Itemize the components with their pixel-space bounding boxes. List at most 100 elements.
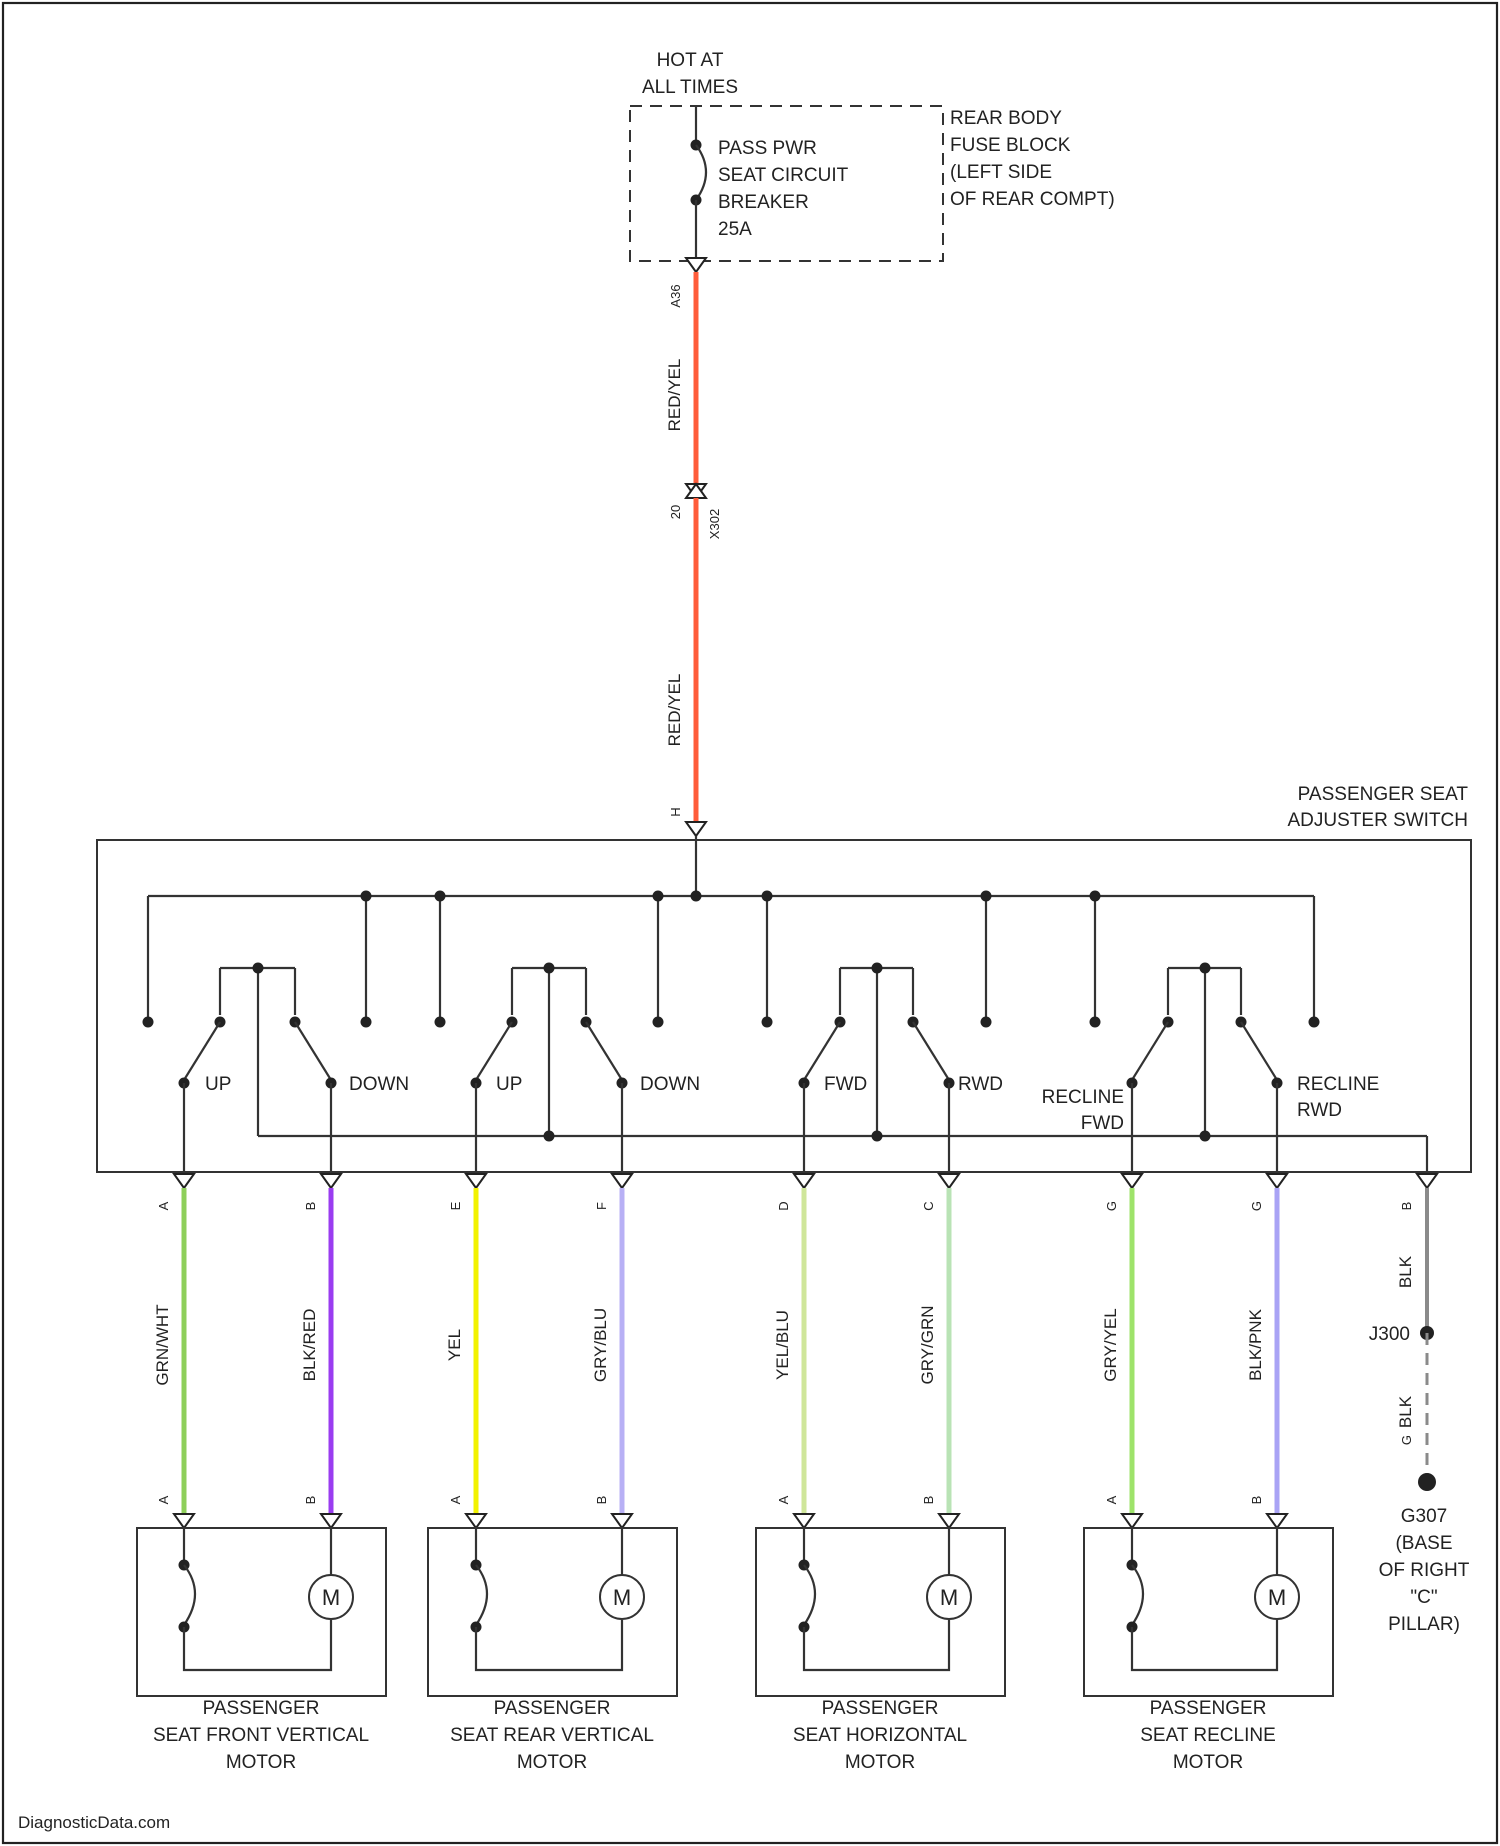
wire-pin-bottom: A	[1104, 1495, 1119, 1504]
ground-label-5: PILLAR)	[1388, 1614, 1460, 1635]
ground-label-3: OF RIGHT	[1379, 1560, 1470, 1581]
ground-point-dot	[1418, 1473, 1436, 1491]
wire-color-label: BLK/PNK	[1246, 1308, 1265, 1380]
fuse-block-label-1: REAR BODY	[950, 108, 1062, 129]
wire-connector-top	[939, 1174, 959, 1188]
switch-housing	[97, 840, 1471, 1172]
lower-pin-label: H	[668, 807, 683, 816]
wire-connector-bottom	[466, 1514, 486, 1528]
hot-at-all-times-label-1: HOT AT	[657, 50, 724, 71]
motor-2: MPASSENGERSEAT REAR VERTICALMOTOR	[428, 1528, 677, 1773]
wire-color-label: GRY/BLU	[591, 1308, 610, 1382]
wire-connector-top	[1122, 1174, 1142, 1188]
motor-label-line: MOTOR	[226, 1752, 296, 1773]
wire-pin-bottom: A	[448, 1495, 463, 1504]
fuse-block-label-3: (LEFT SIDE	[950, 162, 1052, 183]
wire-connector-top	[321, 1174, 341, 1188]
ground-pin-label: B	[1399, 1202, 1414, 1211]
motor-label-line: SEAT RECLINE	[1140, 1725, 1276, 1746]
breaker-label-4: 25A	[718, 219, 752, 240]
motor-label-line: MOTOR	[517, 1752, 587, 1773]
wire-connector-bottom	[321, 1514, 341, 1528]
wire-pin-bottom: B	[921, 1496, 936, 1505]
thermal-breaker-symbol	[476, 1565, 487, 1625]
connector-fuse-block	[686, 258, 706, 272]
wire-pin-bottom: B	[303, 1496, 318, 1505]
wire-connector-bottom	[939, 1514, 959, 1528]
fuse-block-label-4: OF REAR COMPT)	[950, 189, 1115, 210]
switch-section-rear-vertical: UP DOWN	[471, 963, 701, 1173]
wire-connector-bottom	[1267, 1514, 1287, 1528]
mid-pin-right: X302	[707, 509, 722, 539]
ground-label-2: (BASE	[1395, 1533, 1452, 1554]
wire-color-label: GRY/GRN	[918, 1305, 937, 1384]
wire-pin-top: G	[1249, 1201, 1264, 1211]
ground-label-1: G307	[1401, 1506, 1447, 1527]
wire-color-label: GRN/WHT	[153, 1304, 172, 1385]
switch-title-1: PASSENGER SEAT	[1298, 784, 1469, 805]
seat-motors: M PASSENGER SEAT FRONT VERTICAL MOTOR M PASSE…	[137, 1528, 1333, 1773]
wire-color-label: GRY/YEL	[1101, 1308, 1120, 1381]
switch-label-up-1: UP	[205, 1074, 231, 1095]
wire-1: AGRN/WHTA	[153, 1174, 194, 1528]
motor-label-line: PASSENGER	[203, 1698, 320, 1719]
switch-label-fwd: FWD	[824, 1074, 867, 1095]
switch-label-recline-fwd-2: FWD	[1081, 1113, 1124, 1134]
switch-label-down-2: DOWN	[640, 1074, 700, 1095]
switch-section-front-vertical: UP DOWN	[179, 963, 410, 1173]
motor-label-line: PASSENGER	[494, 1698, 611, 1719]
wire-connector-top	[794, 1174, 814, 1188]
wire-6: C GRY/GRN B	[918, 1174, 959, 1528]
wire-connector-top	[466, 1174, 486, 1188]
motor-symbol-letter: M	[940, 1585, 958, 1610]
wire-connector-top	[612, 1174, 632, 1188]
wire-connector-top	[1267, 1174, 1287, 1188]
breaker-label-2: SEAT CIRCUIT	[718, 165, 849, 186]
switch-section-horizontal: FWD RWD	[799, 963, 1004, 1173]
switch-title-2: ADJUSTER SWITCH	[1288, 810, 1469, 831]
wire-color-label: BLK/RED	[300, 1309, 319, 1382]
ground-wire-label-top: BLK	[1396, 1255, 1415, 1288]
circuit-breaker-symbol	[696, 145, 706, 200]
wire-connector-bottom	[1122, 1514, 1142, 1528]
wire-pin-top: F	[594, 1202, 609, 1210]
switch-label-recline-fwd-1: RECLINE	[1042, 1087, 1124, 1108]
motor-label-line: PASSENGER	[1150, 1698, 1267, 1719]
wire-pin-top: C	[921, 1201, 936, 1210]
motor-3: M PASSENGER SEAT HORIZONTAL MOTOR	[756, 1528, 1005, 1773]
outer-frame	[3, 3, 1497, 1843]
thermal-breaker-symbol	[804, 1565, 815, 1625]
breaker-label-3: BREAKER	[718, 192, 809, 213]
ground-wire-label-bottom: BLK	[1396, 1395, 1415, 1428]
wire-pin-top: E	[448, 1201, 463, 1210]
lower-wire-label: RED/YEL	[665, 674, 684, 747]
ground-label-4: "C"	[1410, 1587, 1437, 1608]
fuse-block-label-2: FUSE BLOCK	[950, 135, 1071, 156]
wire-connector-bottom	[612, 1514, 632, 1528]
hot-at-all-times-label-2: ALL TIMES	[642, 77, 738, 98]
motor-label-line: MOTOR	[1173, 1752, 1243, 1773]
switch-label-recline-rwd-2: RWD	[1297, 1100, 1342, 1121]
wire-pin-bottom: A	[776, 1495, 791, 1504]
watermark-text: DiagnosticData.com	[18, 1813, 170, 1832]
motor-symbol-letter: M	[613, 1585, 631, 1610]
wire-connector-top	[174, 1174, 194, 1188]
wire-pin-top: A	[156, 1201, 171, 1210]
motor-label-line: SEAT HORIZONTAL	[793, 1725, 967, 1746]
ground-circuit: B BLK J300 BLK G G307 (BASE OF RIGHT "C"…	[1369, 1174, 1470, 1635]
motor-label-line: SEAT FRONT VERTICAL	[153, 1725, 369, 1746]
motor-label-line: PASSENGER	[822, 1698, 939, 1719]
motor-1: M PASSENGER SEAT FRONT VERTICAL MOTOR	[137, 1528, 386, 1773]
power-source: HOT AT ALL TIMES PASS PWR SEAT CIRCUIT B…	[630, 50, 1115, 836]
motor-label-line: MOTOR	[845, 1752, 915, 1773]
thermal-breaker-symbol	[184, 1565, 195, 1625]
wire-5: DYEL/BLUA	[773, 1174, 814, 1528]
wire-8: GBLK/PNKB	[1246, 1174, 1287, 1528]
motor-symbol-letter: M	[322, 1585, 340, 1610]
